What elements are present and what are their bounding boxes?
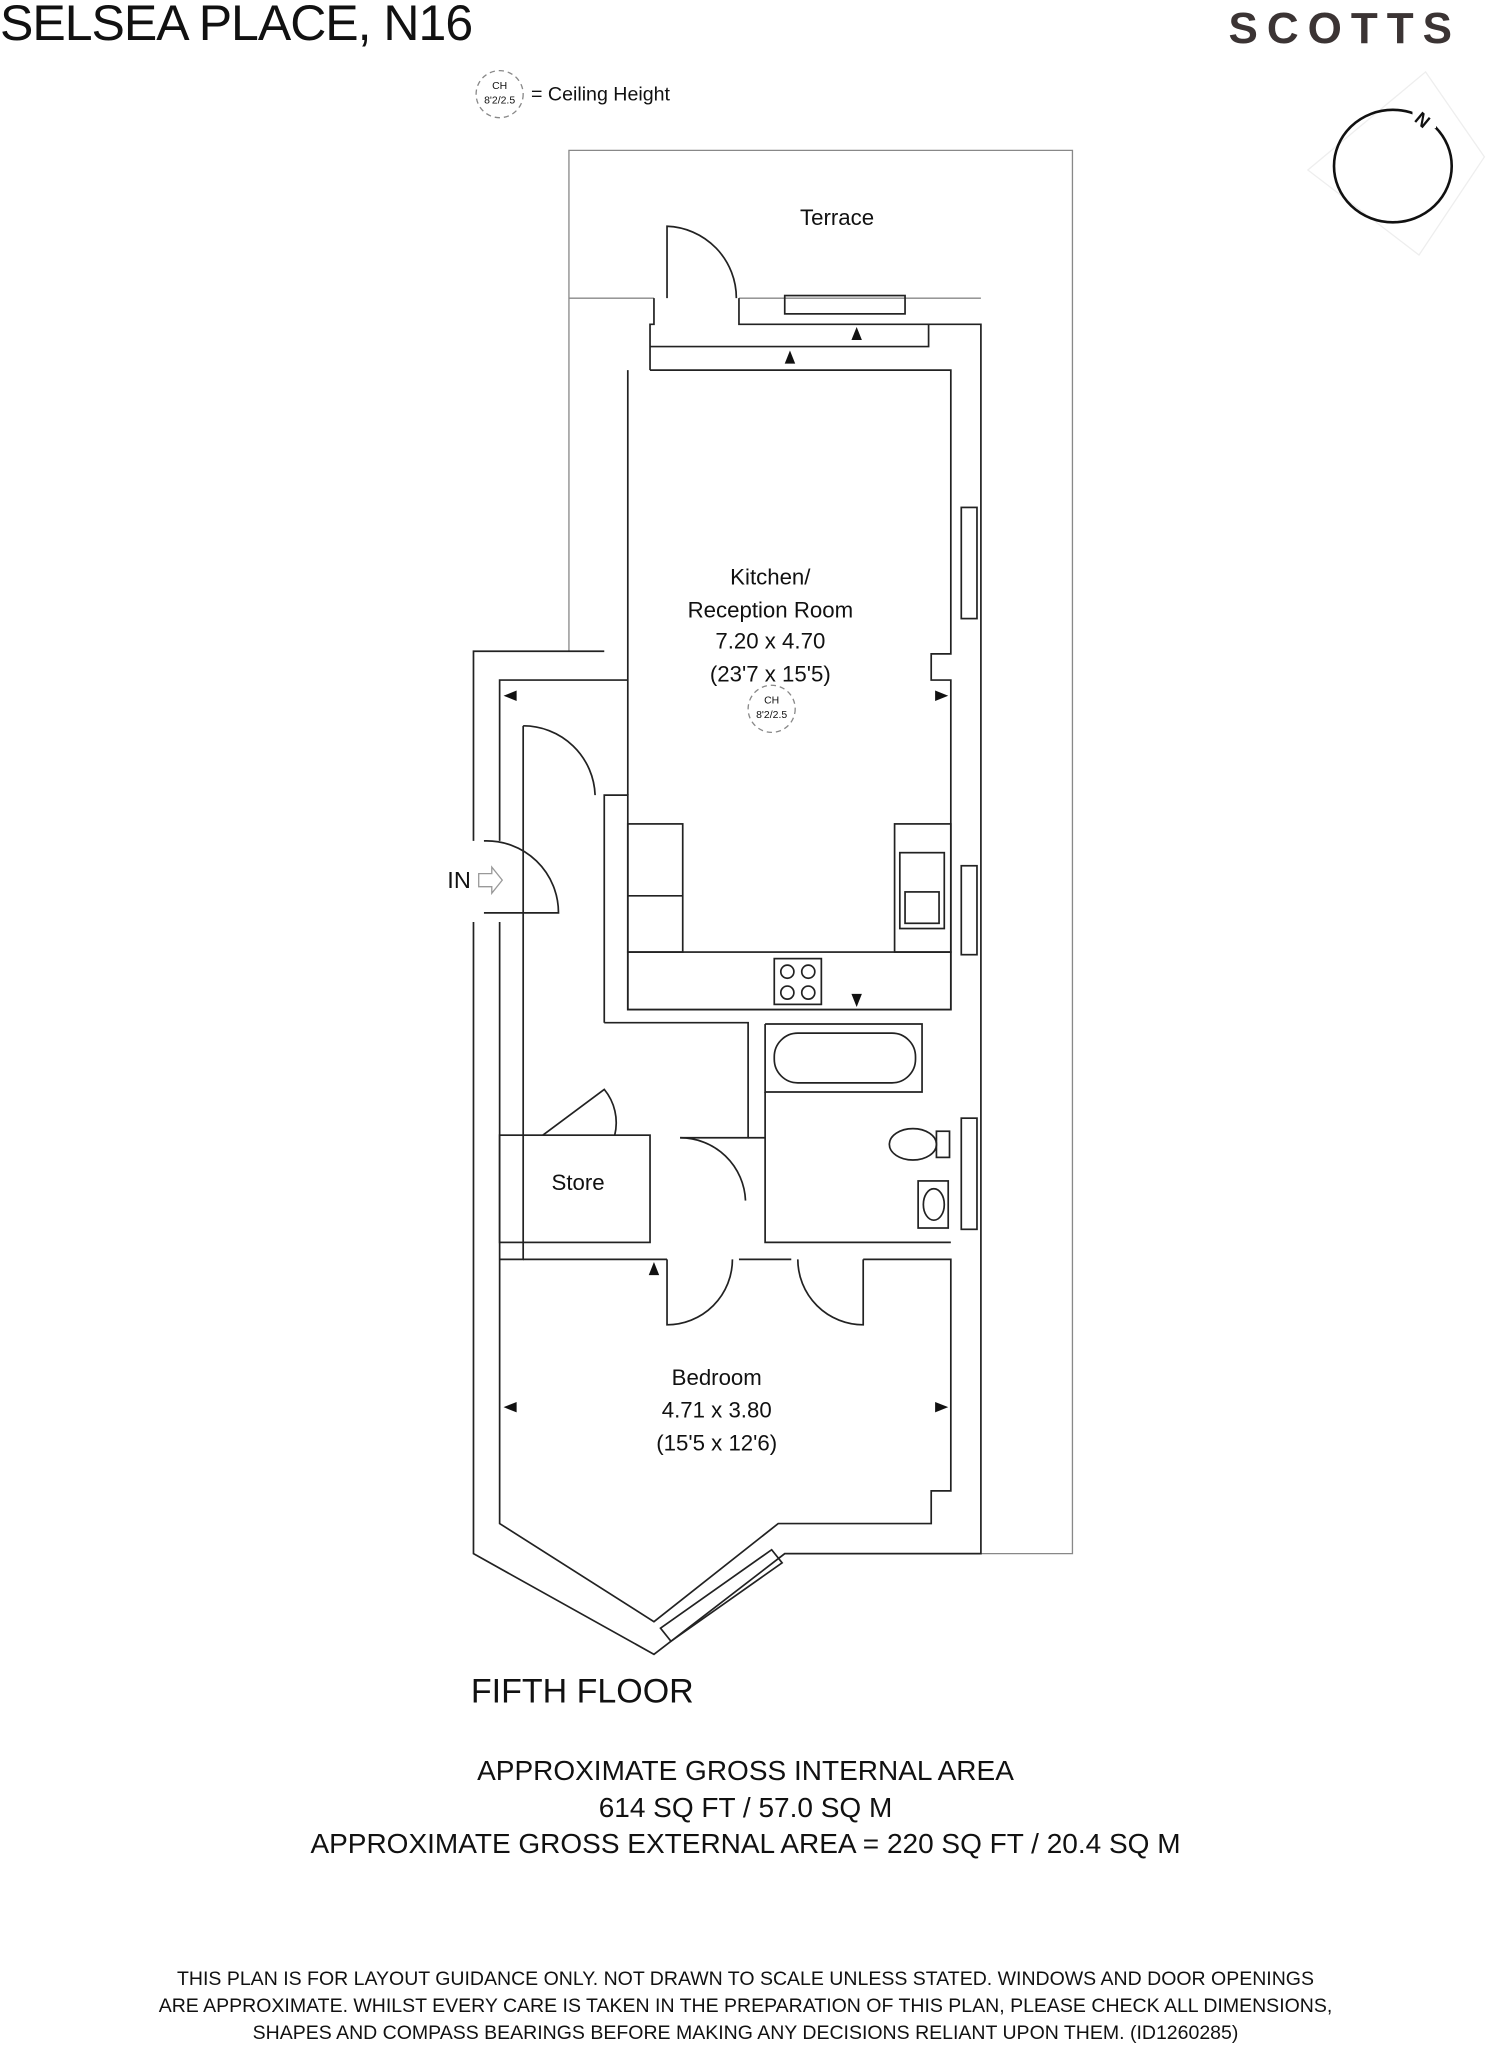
compass-icon: N [1306, 70, 1486, 256]
agency-logo: SCOTTS [1228, 4, 1461, 53]
legend-text: = Ceiling Height [531, 84, 671, 106]
toilet-icon [888, 1127, 951, 1161]
bedroom-name: Bedroom [672, 1365, 762, 1390]
sink-icon [898, 851, 946, 930]
basin-icon [917, 1180, 950, 1229]
internal-area-value: 614 SQ FT / 57.0 SQ M [598, 1792, 893, 1823]
walls [472, 298, 982, 1656]
room-label-terrace: Terrace [800, 205, 874, 230]
disclaimer-line: SHAPES AND COMPASS BEARINGS BEFORE MAKIN… [252, 2022, 1239, 2044]
doors [483, 225, 865, 1326]
svg-text:8'2/2.5: 8'2/2.5 [756, 710, 787, 721]
entrance-label: IN [447, 867, 471, 893]
internal-area-heading: APPROXIMATE GROSS INTERNAL AREA [477, 1755, 1014, 1786]
property-title: SELSEA PLACE, N16 [0, 0, 473, 51]
bedroom-imperial: (15'5 x 12'6) [656, 1430, 777, 1455]
ch-value: 8'2/2.5 [484, 95, 515, 106]
terrace-outline [568, 149, 1074, 1555]
hob-icon [773, 957, 823, 1006]
windows [659, 294, 978, 1643]
external-area: APPROXIMATE GROSS EXTERNAL AREA = 220 SQ… [310, 1828, 1181, 1859]
floor-label: FIFTH FLOOR [471, 1673, 694, 1711]
kitchen-metric: 7.20 x 4.70 [715, 629, 825, 654]
kitchen-imperial: (23'7 x 15'5) [710, 661, 831, 686]
kitchen-name-1: Kitchen/ [730, 565, 811, 590]
disclaimer-line: ARE APPROXIMATE. WHILST EVERY CARE IS TA… [158, 1995, 1333, 2017]
bathtub-icon [773, 1032, 917, 1084]
ch-label: CH [492, 81, 507, 92]
dimension-arrows [503, 326, 949, 1413]
disclaimer-line: THIS PLAN IS FOR LAYOUT GUIDANCE ONLY. N… [177, 1968, 1314, 1990]
kitchen-name-2: Reception Room [688, 597, 854, 622]
kitchen-ceiling-height: CH 8'2/2.5 [747, 684, 796, 734]
entrance-arrow-icon [478, 865, 504, 896]
disclaimer: THIS PLAN IS FOR LAYOUT GUIDANCE ONLY. N… [0, 1966, 1491, 2047]
bedroom-metric: 4.71 x 3.80 [662, 1398, 772, 1423]
svg-text:CH: CH [764, 696, 779, 707]
ceiling-height-legend: CH 8'2/2.5 = Ceiling Height [475, 69, 671, 119]
room-label-store: Store [552, 1170, 605, 1195]
